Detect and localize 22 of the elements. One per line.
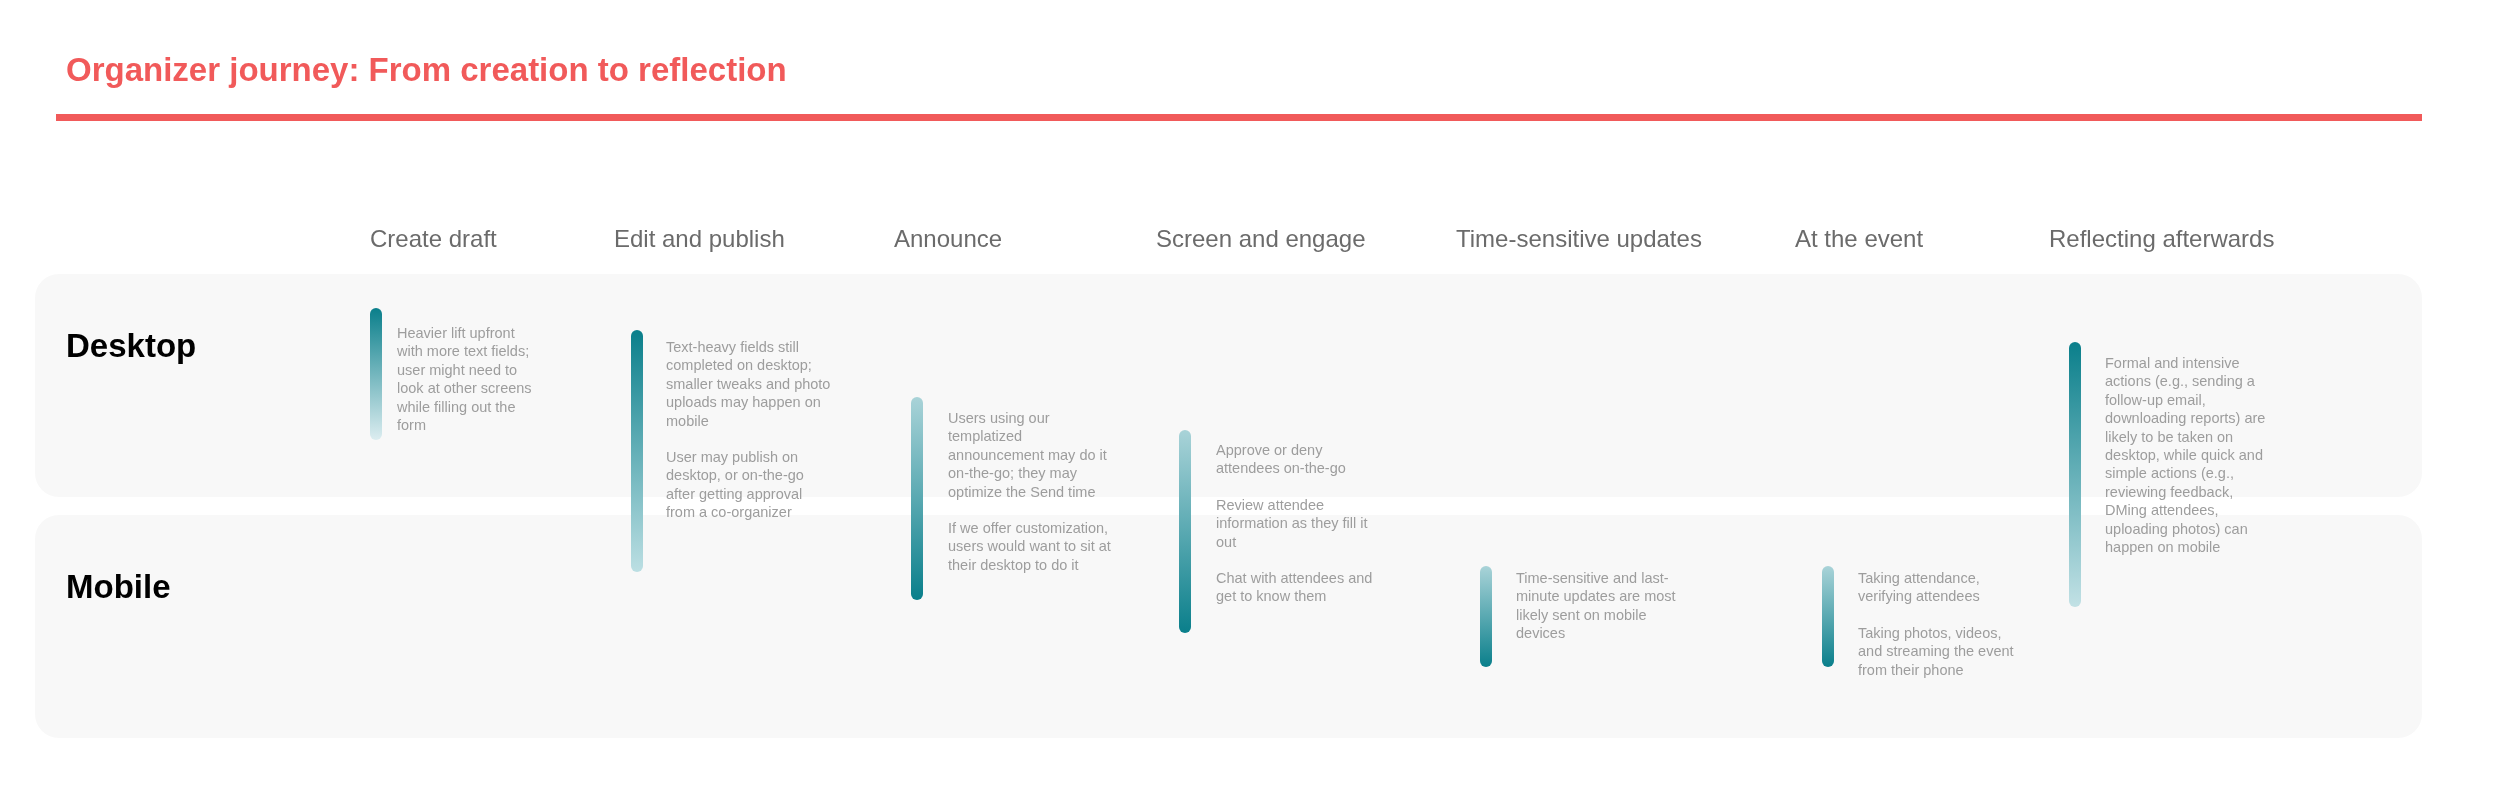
stage-heading: Time-sensitive updates bbox=[1456, 224, 1702, 254]
annotation-text: Heavier lift upfront with more text fields; user might need to look at other screens while filling out the form bbox=[397, 324, 533, 435]
stage-heading: At the event bbox=[1795, 224, 1924, 254]
stage-heading: Announce bbox=[894, 224, 1003, 254]
annotation-text: User may publish on desktop, or on-the-go after getting approval from a co-organizer bbox=[666, 448, 805, 522]
annotation-text: Taking photos, videos, and streaming the event from their phone bbox=[1858, 623, 2015, 680]
stage-heading: Reflecting afterwards bbox=[2049, 224, 2275, 254]
page-title: Organizer journey: From creation to reflection bbox=[66, 50, 787, 90]
annotation-text: Taking attendance, verifying attendees bbox=[1858, 569, 1981, 606]
annotation-text: If we offer customization, users would want to sit at their desktop to do it bbox=[948, 519, 1112, 575]
annotation-text: Review attendee information as they fill it out bbox=[1216, 495, 1369, 552]
annotation-text: Users using our templatized announcement may do it on-the-go; they may optimize the Send time bbox=[948, 409, 1108, 502]
lane-title: Mobile bbox=[66, 567, 171, 607]
stage-heading: Create draft bbox=[370, 224, 497, 254]
annotation-text: Text-heavy fields still completed on desktop; smaller tweaks and photo uploads may happen on mobile bbox=[666, 338, 832, 431]
annotation-text: Chat with attendees and get to know them bbox=[1216, 569, 1374, 606]
stage-heading: Edit and publish bbox=[614, 224, 785, 254]
lane-title: Desktop bbox=[66, 326, 197, 366]
annotation-text: Time-sensitive and last-minute updates are most likely sent on mobile devices bbox=[1516, 569, 1676, 643]
annotation-text: Approve or deny attendees on-the-go bbox=[1216, 441, 1347, 478]
annotation-text: Formal and intensive actions (e.g., sending a follow-up email, downloading reports) are likely to be taken on desktop, while quick and simple actions (e.g., reviewing feedback, DMing attendees, uploading photos) can happen on mobile bbox=[2105, 354, 2267, 557]
stage-heading: Screen and engage bbox=[1156, 224, 1366, 254]
